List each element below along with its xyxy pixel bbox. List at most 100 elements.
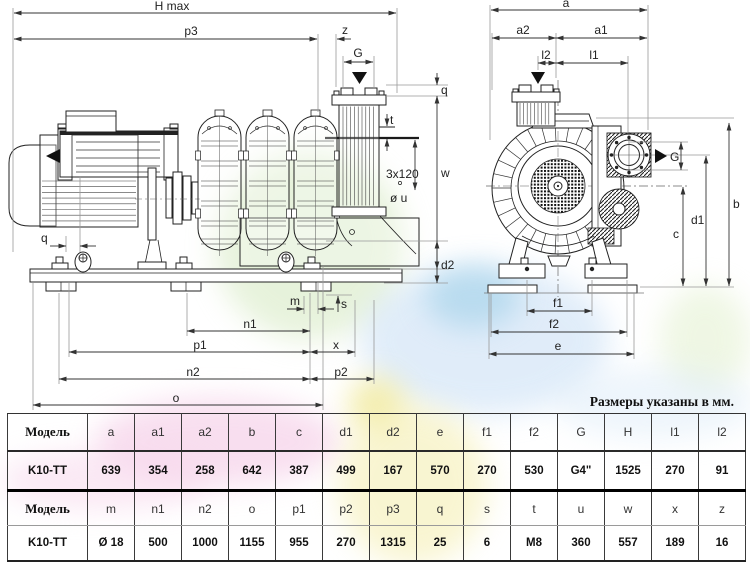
dimension-letter-cell: p2	[322, 490, 370, 526]
dimension-letter-cell: e	[416, 413, 464, 452]
dim-label: c	[673, 227, 679, 241]
dim-label: e	[555, 339, 562, 353]
dim-label: f1	[553, 296, 563, 310]
dim-label: w	[440, 166, 450, 180]
dim-label: t	[390, 113, 394, 127]
dim-label: q	[41, 231, 48, 245]
dimension-letter-cell: m	[87, 490, 135, 526]
silencer-front	[511, 84, 561, 127]
dim-label: H max	[155, 0, 190, 13]
dimension-value-cell: 1155	[228, 525, 276, 562]
front-view	[484, 72, 690, 297]
dimension-value-cell: G4"	[557, 451, 605, 492]
dim-label: q	[441, 83, 448, 97]
dim-label: n1	[243, 317, 257, 331]
dimension-letter-cell: t	[510, 490, 558, 526]
dim-label: f2	[549, 317, 559, 331]
side-dimension-labels: H max p3 z G q t 3x120 ø u w d2 q m s n1…	[41, 0, 455, 405]
pedestal	[484, 235, 644, 294]
dimension-letter-cell: H	[604, 413, 652, 452]
dim-label: p2	[334, 365, 348, 379]
front-extension-lines	[488, 5, 734, 359]
model-column-header: Модель	[7, 490, 88, 526]
dimension-value-cell: 167	[369, 451, 417, 492]
front-dimension-lines	[488, 7, 732, 357]
dim-label: x	[333, 338, 339, 352]
dim-label: l2	[541, 48, 551, 62]
dimension-letter-cell: z	[698, 490, 746, 526]
dimension-value-cell: 189	[651, 525, 699, 562]
model-column-header: Модель	[7, 413, 88, 452]
dimension-letter-cell: x	[651, 490, 699, 526]
dim-label: o	[173, 391, 180, 405]
dimension-letter-cell: c	[275, 413, 323, 452]
dim-label: ø u	[390, 191, 407, 205]
dimension-value-cell: 270	[322, 525, 370, 562]
dim-label: d2	[441, 258, 455, 272]
dimension-value-cell: 1525	[604, 451, 652, 492]
dimension-value-cell: 955	[275, 525, 323, 562]
dimension-letter-cell: p3	[369, 490, 417, 526]
dim-label: a1	[594, 23, 608, 37]
dimension-value-cell: 91	[698, 451, 746, 492]
front-dimension-labels: a a2 a1 l2 l1 G b d1 c f1 f2 e	[516, 0, 740, 353]
dim-label: p3	[184, 24, 198, 38]
dim-label: d1	[691, 213, 705, 227]
dimension-value-cell: 1315	[369, 525, 417, 562]
dimension-letter-cell: a2	[181, 413, 229, 452]
dimension-value-cell: 270	[651, 451, 699, 492]
dimension-value-cell: 499	[322, 451, 370, 492]
dim-label: G	[670, 150, 679, 164]
dimension-letter-cell: l2	[698, 413, 746, 452]
dimension-letter-cell: d2	[369, 413, 417, 452]
motor-fan	[598, 188, 640, 230]
dimension-value-cell: 6	[463, 525, 511, 562]
dimension-value-cell: 354	[134, 451, 182, 492]
outlet-flow-arrow	[655, 149, 667, 163]
dim-label: a	[563, 0, 570, 10]
degree-mark	[398, 181, 402, 185]
dim-label: m	[290, 294, 300, 308]
dim-label: z	[342, 23, 348, 37]
technical-drawing: H max p3 z G q t 3x120 ø u w d2 q m s n1…	[8, 0, 740, 410]
dimension-value-cell: 639	[87, 451, 135, 492]
dimension-value-cell: M8	[510, 525, 558, 562]
dim-label: G	[353, 46, 362, 60]
dimension-value-cell: 25	[416, 525, 464, 562]
dimension-letter-cell: f1	[463, 413, 511, 452]
dimension-letter-cell: l1	[651, 413, 699, 452]
dimension-letter-cell: G	[557, 413, 605, 452]
coupling	[135, 167, 200, 270]
dim-label: p1	[193, 338, 207, 352]
dimension-value-cell: 258	[181, 451, 229, 492]
dimension-value-cell: 570	[416, 451, 464, 492]
baseplate	[29, 251, 403, 292]
dimension-value-cell: 642	[228, 451, 276, 492]
flow-arrow-left	[46, 149, 60, 163]
dim-label: l1	[589, 48, 599, 62]
silencer-side	[331, 87, 387, 217]
dimension-letter-cell: o	[228, 490, 276, 526]
dimension-letter-cell: n1	[134, 490, 182, 526]
discharge-port	[606, 132, 652, 178]
side-extension-lines	[12, 8, 449, 410]
model-name-cell: K10-TT	[7, 451, 88, 492]
dimension-value-cell: 270	[463, 451, 511, 492]
dimension-letter-cell: a	[87, 413, 135, 452]
dimension-value-cell: 500	[134, 525, 182, 562]
dimension-letter-cell: p1	[275, 490, 323, 526]
motor	[8, 110, 179, 228]
dimension-letter-cell: n2	[181, 490, 229, 526]
dim-label: s	[341, 297, 347, 311]
dim-label: 3x120	[386, 167, 419, 181]
model-name-cell: K10-TT	[7, 525, 88, 562]
side-dimension-lines	[13, 10, 440, 408]
flow-arrow-down	[352, 72, 367, 84]
dimension-value-cell: 557	[604, 525, 652, 562]
inlet-flow-arrow	[531, 72, 545, 84]
dimension-value-cell: 360	[557, 525, 605, 562]
units-note: Размеры указаны в мм.	[589, 394, 734, 409]
dim-label: b	[733, 197, 740, 211]
